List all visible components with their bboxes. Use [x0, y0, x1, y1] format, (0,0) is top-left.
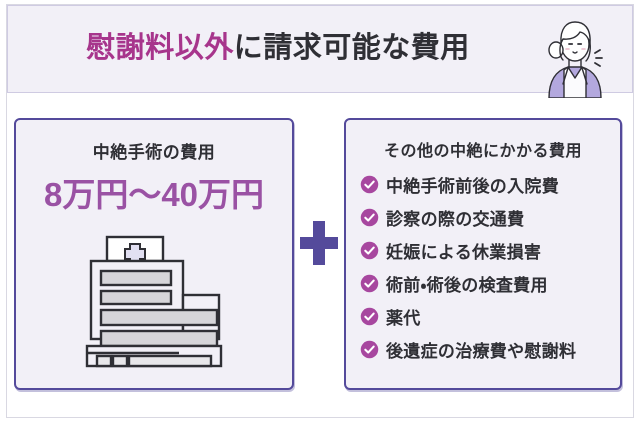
page-title: 慰謝料以外に請求可能な費用 — [8, 28, 548, 68]
plus-vertical-bar — [313, 221, 325, 265]
list-item: 術前・術後の検査費用 — [360, 267, 612, 300]
right-box-heading: その他の中絶にかかる費用 — [383, 143, 582, 160]
check-circle-icon — [360, 208, 379, 227]
header-band: 慰謝料以外に請求可能な費用 — [7, 5, 633, 99]
list-item-label: 中絶手術前後の入院費 — [386, 177, 559, 196]
check-circle-icon — [360, 274, 379, 293]
price-value: 8万円〜40万円 — [43, 176, 265, 213]
list-item-label: 術前・術後の検査費用 — [386, 276, 548, 295]
check-circle-icon — [360, 175, 379, 194]
list-item: 薬代 — [360, 300, 612, 333]
other-costs-list: 中絶手術前後の入院費 診察の際の交通費 妊娠 — [360, 168, 612, 366]
check-circle-icon — [360, 241, 379, 260]
check-circle-icon — [360, 340, 379, 359]
check-circle-icon — [360, 307, 379, 326]
thinking-woman-illustration — [532, 12, 618, 99]
page-title-highlight: 慰謝料以外 — [86, 32, 234, 64]
hospital-building-icon — [79, 225, 229, 375]
list-item: 後遺症の治療費や慰謝料 — [360, 333, 612, 366]
other-costs-box: その他の中絶にかかる費用 中絶手術前後の入院費 — [344, 118, 622, 390]
page-title-rest: に請求可能な費用 — [233, 32, 470, 64]
list-item: 妊娠による休業損害 — [360, 234, 612, 267]
list-item-label: 妊娠による休業損害 — [386, 243, 542, 262]
plus-icon — [300, 221, 338, 265]
abortion-surgery-cost-box: 中絶手術の費用 8万円〜40万円 — [14, 118, 294, 390]
list-item: 診察の際の交通費 — [360, 201, 612, 234]
list-item: 中絶手術前後の入院費 — [360, 168, 612, 201]
list-item-label: 後遺症の治療費や慰謝料 — [386, 342, 577, 361]
list-item-label: 診察の際の交通費 — [386, 210, 525, 229]
list-item-label: 薬代 — [386, 309, 421, 328]
left-box-heading: 中絶手術の費用 — [92, 143, 216, 162]
